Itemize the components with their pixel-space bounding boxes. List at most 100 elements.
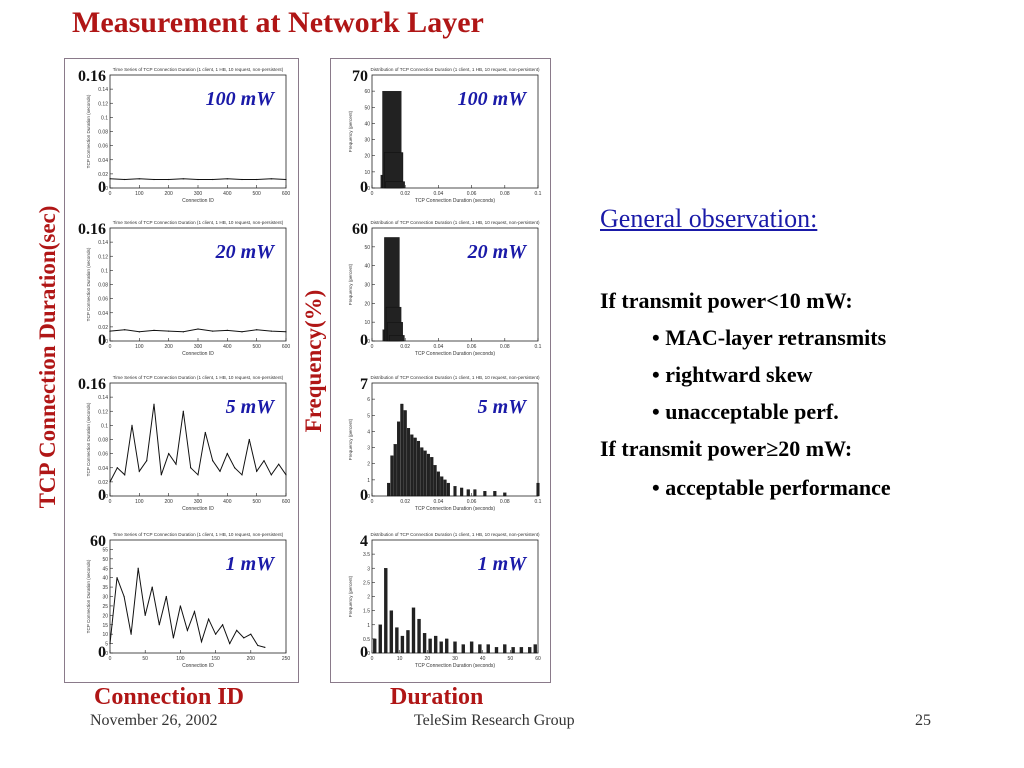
- y-tick-label: 4: [367, 429, 370, 435]
- chart-title: Distribution of TCP Connection Duration …: [370, 532, 540, 537]
- chart-title: Distribution of TCP Connection Duration …: [370, 220, 540, 225]
- histogram-bar: [466, 489, 470, 497]
- chart-title: Time Series of TCP Connection Duration (…: [113, 67, 284, 72]
- footer-page-number: 25: [915, 712, 931, 729]
- y-tick-label: 1: [367, 623, 370, 629]
- x-tick-label: 150: [211, 656, 220, 662]
- data-point: [257, 644, 259, 647]
- data-point: [248, 438, 250, 441]
- y-tick-label: 0: [367, 339, 370, 345]
- x-tick-label: 0: [109, 344, 112, 350]
- observation-line: If transmit power≥20 mW:: [600, 436, 853, 461]
- histogram-bar: [461, 644, 465, 654]
- y-min-label: 0: [360, 644, 368, 661]
- data-point: [243, 637, 245, 639]
- y-tick-label: 2: [367, 595, 370, 601]
- data-point: [241, 474, 243, 476]
- data-point: [200, 641, 203, 643]
- x-tick-label: 40: [480, 656, 486, 662]
- left-y-axis-label: TCP Connection Duration(sec): [35, 205, 60, 509]
- histogram-bar: [519, 647, 524, 654]
- histogram-bar: [439, 641, 443, 654]
- x-tick-label: 0.08: [500, 344, 510, 350]
- data-point: [197, 178, 199, 181]
- y-tick-label: 0.12: [98, 254, 108, 260]
- data-point: [241, 331, 243, 333]
- data-point: [226, 178, 228, 180]
- chart-title: Time Series of TCP Connection Duration (…: [113, 375, 284, 380]
- data-point: [212, 330, 214, 332]
- y-max-label: 70: [352, 68, 368, 85]
- observation-line: • MAC-layer retransmits: [652, 325, 887, 350]
- x-tick-label: 0.02: [400, 191, 410, 197]
- y-tick-label: 0: [105, 494, 108, 500]
- data-point: [172, 637, 174, 639]
- data-point: [179, 605, 181, 607]
- y-tick-label: 0.08: [98, 283, 108, 289]
- y-max-label: 0.16: [78, 221, 106, 238]
- histogram-bar: [446, 482, 450, 497]
- power-label: 100 mW: [206, 88, 276, 110]
- histogram-bar: [536, 482, 540, 497]
- y-tick-label: 0.14: [98, 240, 108, 246]
- x-tick-label: 100: [135, 499, 144, 505]
- y-tick-label: 0.1: [101, 115, 108, 121]
- data-point: [153, 329, 155, 332]
- plot-area: [371, 74, 539, 189]
- y-tick-label: 20: [102, 613, 108, 619]
- data-point: [219, 470, 221, 472]
- y-max-label: 4: [360, 533, 368, 550]
- data-point: [146, 460, 148, 462]
- y-axis-label: TCP Connection Duration (seconds): [86, 94, 91, 168]
- x-tick-label: 30: [452, 656, 458, 662]
- data-point: [109, 642, 111, 645]
- y-tick-label: 0.02: [98, 172, 108, 178]
- data-point: [158, 624, 160, 626]
- data-point: [138, 470, 140, 472]
- data-point: [137, 567, 139, 569]
- data-point: [256, 329, 258, 331]
- x-tick-label: 500: [252, 499, 261, 505]
- x-axis-label: Connection ID: [182, 198, 214, 204]
- histogram-bar: [483, 491, 487, 497]
- y-max-label: 60: [352, 221, 368, 238]
- y-tick-label: 1: [367, 478, 370, 484]
- x-tick-label: 0.06: [467, 191, 477, 197]
- histogram-bar: [423, 450, 427, 497]
- y-tick-label: 3.5: [363, 552, 370, 558]
- x-tick-label: 100: [176, 656, 185, 662]
- y-tick-label: 15: [102, 623, 108, 629]
- data-point: [197, 474, 199, 476]
- data-point: [131, 424, 133, 426]
- y-tick-label: 0.02: [98, 480, 108, 486]
- data-point: [204, 431, 206, 434]
- x-tick-label: 20: [425, 656, 431, 662]
- x-tick-label: 10: [397, 656, 403, 662]
- data-point: [215, 633, 217, 635]
- histogram-bar: [385, 181, 405, 189]
- y-max-label: 7: [360, 376, 368, 393]
- x-tick-label: 0: [109, 191, 112, 197]
- power-label: 1 mW: [478, 553, 528, 575]
- x-tick-label: 300: [194, 191, 203, 197]
- x-tick-label: 100: [135, 191, 144, 197]
- histogram-bar: [410, 434, 414, 497]
- data-point: [165, 595, 167, 598]
- data-point: [270, 178, 272, 180]
- y-max-label: 60: [90, 533, 106, 550]
- y-tick-label: 30: [364, 138, 370, 144]
- histogram-bar: [445, 638, 449, 654]
- observation-line: • acceptable performance: [652, 475, 891, 500]
- y-tick-label: 20: [364, 301, 370, 307]
- y-tick-label: 45: [102, 566, 108, 572]
- histogram-bar: [417, 618, 421, 654]
- x-tick-label: 400: [223, 344, 232, 350]
- data-point: [124, 178, 126, 181]
- x-tick-label: 0: [371, 656, 374, 662]
- chart-title: Time Series of TCP Connection Duration (…: [113, 220, 284, 225]
- x-tick-label: 200: [164, 499, 173, 505]
- right-x-axis-label: Duration: [390, 684, 484, 710]
- y-tick-label: 6: [367, 397, 370, 403]
- y-tick-label: 0.12: [98, 101, 108, 107]
- y-min-label: 0: [360, 332, 368, 349]
